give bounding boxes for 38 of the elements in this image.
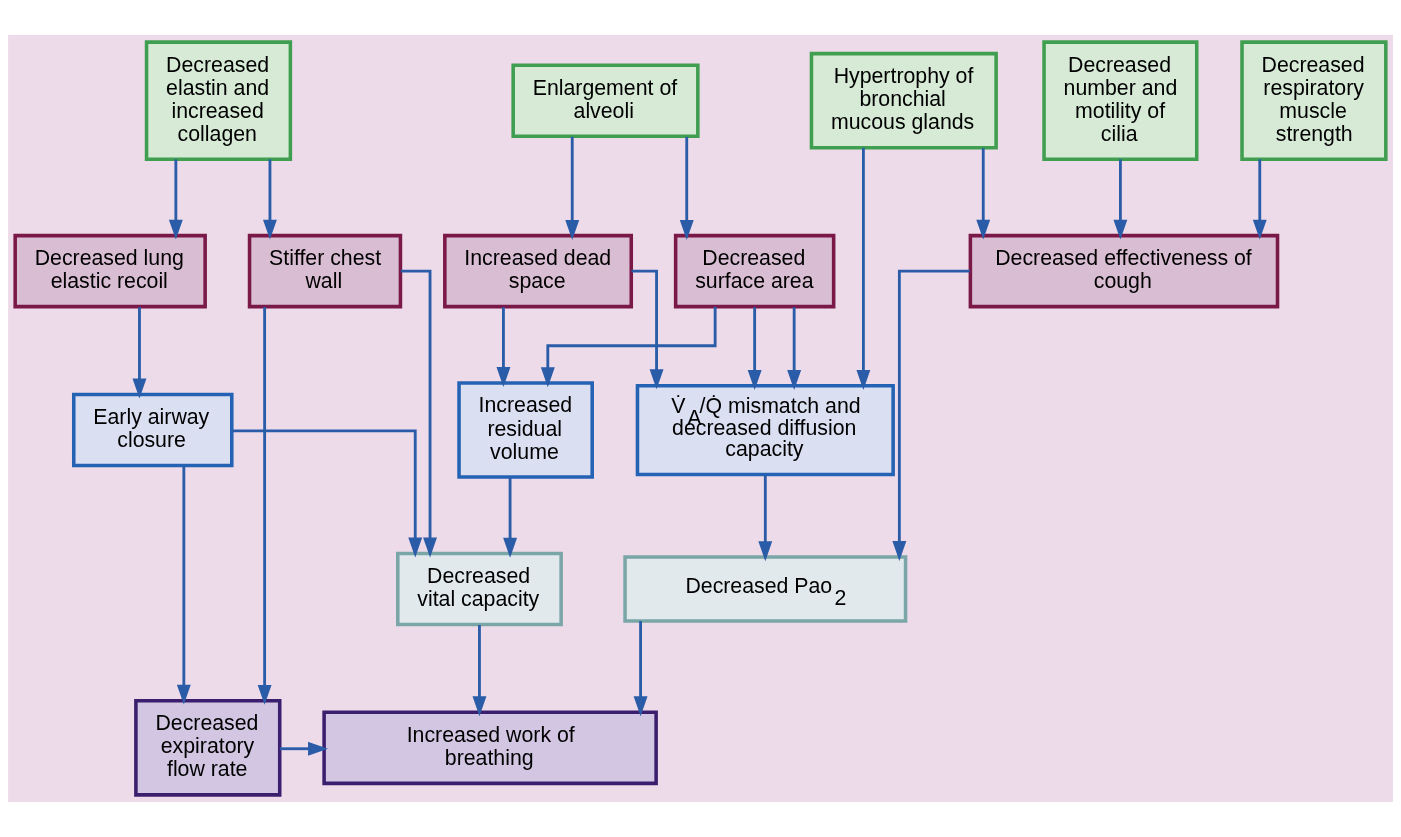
- node-box: Decreased vital capacity: [396, 551, 563, 627]
- arrow: [400, 269, 438, 558]
- node-box: Early airway closure: [72, 392, 234, 468]
- arrow: [679, 136, 694, 240]
- arrow: [758, 475, 773, 562]
- arrow: [262, 159, 277, 240]
- node-box: Increased residual volume: [457, 381, 594, 479]
- node-box: Decreased effectiveness of cough: [968, 233, 1280, 309]
- arrow: [176, 465, 191, 705]
- node-box: Hypertrophy of bronchial mucous glands: [809, 51, 998, 150]
- arrow: [892, 269, 970, 561]
- arrow: [168, 159, 183, 240]
- arrow: [496, 307, 511, 387]
- arrow: [787, 307, 802, 390]
- arrow: [472, 625, 487, 717]
- node-box: Decreased respiratory muscle strength: [1240, 40, 1388, 162]
- arrow: [503, 477, 518, 558]
- arrow: [257, 306, 272, 705]
- arrow: [856, 147, 871, 390]
- arrow: [1113, 159, 1128, 240]
- node-box: Enlargement of alveoli: [511, 63, 700, 138]
- node-box: Increased work of breathing: [322, 710, 658, 786]
- node-box: Decreased surface area: [673, 233, 836, 309]
- node-box: Stiffer chest wall: [247, 233, 403, 309]
- arrow: [1252, 159, 1267, 240]
- node-box: Decreased expiratory flow rate: [134, 699, 282, 797]
- arrow: [976, 148, 991, 240]
- arrow: [232, 429, 423, 558]
- node-box: Increased dead space: [443, 233, 634, 309]
- arrow: [565, 136, 580, 240]
- node-box: Decreased elastin and increased collagen: [144, 40, 293, 162]
- node-box: Decreased lung elastic recoil: [13, 233, 207, 309]
- arrow: [633, 621, 648, 717]
- arrow: [279, 741, 328, 756]
- arrow: [132, 307, 147, 399]
- arrow: [540, 306, 717, 388]
- arrow: [747, 307, 762, 390]
- node-box: Decreased number and motility of cilia: [1042, 40, 1199, 162]
